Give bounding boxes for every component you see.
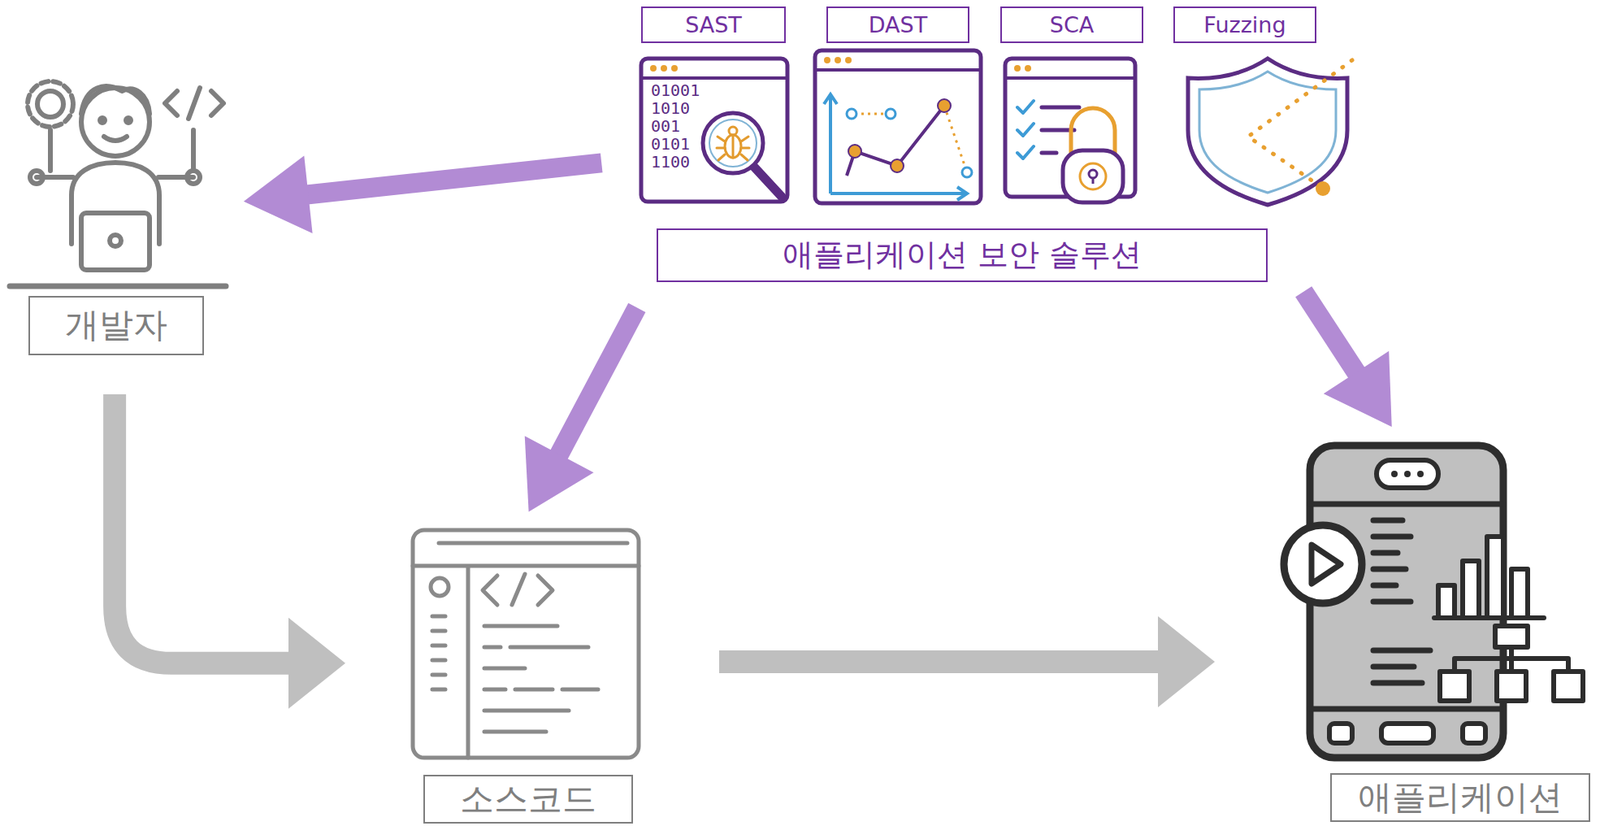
tool-box: DAST	[826, 6, 970, 44]
arrow-head	[1157, 615, 1215, 707]
arrow-shaft	[114, 394, 291, 664]
developer-icon	[9, 81, 226, 287]
arrow-shaft	[306, 162, 602, 195]
node-label: 애플리케이션	[1357, 778, 1563, 816]
source-code-icon	[412, 529, 639, 758]
binary-text: 01001	[650, 82, 700, 99]
source-code-node: 소스코드	[402, 520, 647, 824]
label-box: 소스코드	[423, 774, 634, 824]
sast-icon	[641, 58, 788, 202]
tool-box: SAST	[641, 6, 786, 44]
dast-icon	[815, 50, 981, 204]
tool-box: Fuzzing	[1173, 6, 1317, 44]
label-box: Fuzzing	[1173, 6, 1317, 44]
sca-icon	[1005, 58, 1136, 203]
binary-text: 001	[650, 117, 681, 135]
developer-node: 개발자	[4, 73, 228, 358]
binary-text: 1010	[650, 99, 690, 117]
arrow-shaft	[558, 307, 638, 456]
flow-arrow	[719, 615, 1215, 707]
label-box: 애플리케이션	[1330, 772, 1591, 822]
node-label: 소스코드	[459, 780, 597, 818]
tool-box: SCA	[1000, 6, 1144, 44]
label-box: 개발자	[28, 295, 204, 356]
flow-arrow	[243, 156, 602, 234]
label-box: SCA	[1000, 6, 1144, 44]
binary-text: 1100	[650, 153, 690, 170]
flow-arrow	[1303, 291, 1392, 427]
node-label: 개발자	[65, 306, 168, 344]
label-box: DAST	[826, 6, 970, 44]
fuzzing-icon	[1188, 58, 1353, 205]
node-label: Fuzzing	[1203, 13, 1286, 38]
node-label: DAST	[868, 13, 928, 38]
node-label: SAST	[685, 13, 742, 38]
arrow-head	[1323, 351, 1392, 427]
arrow-shaft	[719, 650, 1160, 673]
solution-node: 애플리케이션 보안 솔루션 SAST DAST SCA Fuzzing	[633, 0, 1362, 287]
binary-text: 0101	[650, 135, 690, 152]
node-label: 애플리케이션 보안 솔루션	[782, 238, 1142, 273]
node-label: SCA	[1049, 13, 1094, 38]
label-box: SAST	[641, 6, 786, 44]
flow-arrow	[114, 394, 346, 709]
application-node: 애플리케이션	[1279, 434, 1597, 824]
flow-arrow	[524, 307, 638, 512]
label-box: 애플리케이션 보안 솔루션	[656, 228, 1268, 282]
arrow-head	[524, 435, 595, 512]
arrow-head	[243, 156, 313, 234]
arrow-head	[288, 617, 346, 709]
arrow-shaft	[1303, 291, 1358, 374]
application-icon	[1283, 445, 1583, 758]
